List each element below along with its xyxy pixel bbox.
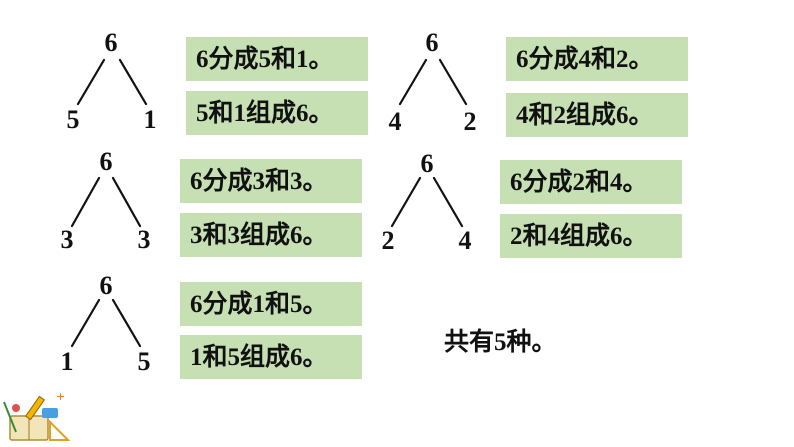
summary-text: 共有5种。 <box>444 329 557 356</box>
tree-right-number: 4 <box>458 226 472 255</box>
tree-left-number: 1 <box>60 347 74 376</box>
tree-left-number: 5 <box>66 105 80 134</box>
compose-sentence: 4和2组成6。 <box>506 93 688 137</box>
tree-top-number: 6 <box>420 149 434 178</box>
compose-sentence: 5和1组成6。 <box>186 91 368 135</box>
split-sentence: 6分成2和4。 <box>500 160 682 204</box>
split-sentence: 6分成1和5。 <box>180 282 362 326</box>
tree-left-number: 4 <box>388 107 402 136</box>
split-sentence: 6分成4和2。 <box>506 37 688 81</box>
compose-sentence: 3和3组成6。 <box>180 213 362 257</box>
tree-top-number: 6 <box>104 28 118 57</box>
tree-right-number: 3 <box>137 225 151 254</box>
tree-top-number: 6 <box>99 147 113 176</box>
svg-text:+: + <box>56 390 65 403</box>
tree-top-number: 6 <box>425 28 439 57</box>
tree-left-number: 3 <box>60 225 74 254</box>
split-sentence: 6分成5和1。 <box>186 37 368 81</box>
compose-sentence: 1和5组成6。 <box>180 335 362 379</box>
stationery-icon: + <box>3 390 71 441</box>
split-sentence: 6分成3和3。 <box>180 159 362 203</box>
tree-left-number: 2 <box>381 226 395 255</box>
compose-sentence: 2和4组成6。 <box>500 214 682 258</box>
tree-right-number: 1 <box>143 105 157 134</box>
tree-right-number: 2 <box>463 107 477 136</box>
tree-right-number: 5 <box>137 347 151 376</box>
tree-top-number: 6 <box>99 271 113 300</box>
